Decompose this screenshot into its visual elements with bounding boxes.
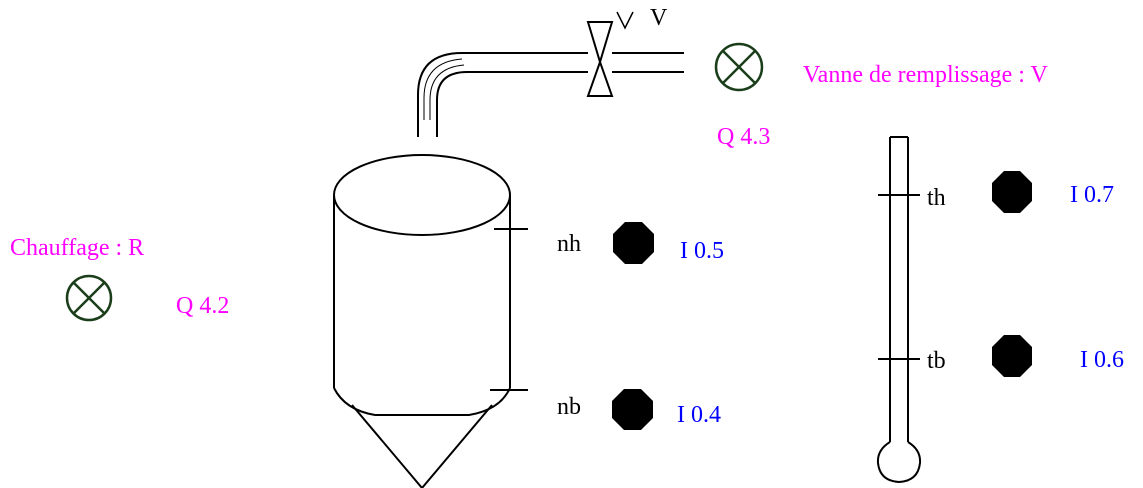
sensor-octagon-icon — [612, 389, 653, 430]
low-level-tag: nb — [557, 394, 581, 420]
valve-output-address: Q 4.3 — [717, 124, 771, 150]
pipe-outer — [417, 52, 588, 137]
pipe-elbow-highlight — [423, 58, 463, 120]
tank — [333, 154, 511, 488]
valve-label: Vanne de remplissage : V — [803, 62, 1048, 88]
heater-label: Chauffage : R — [10, 235, 145, 261]
pipe-elbow-highlight-2 — [429, 64, 465, 120]
high-level-tag: nh — [557, 231, 581, 257]
lamp-cross-icon — [65, 274, 113, 322]
fill-valve-symbol — [586, 21, 614, 97]
low-level-input-address: I 0.4 — [677, 402, 721, 428]
sensor-octagon-icon — [992, 335, 1032, 377]
pipe-inner — [436, 71, 588, 137]
high-temp-input-address: I 0.7 — [1070, 182, 1114, 208]
valve-tag: V — [650, 5, 668, 31]
lamp-cross-icon — [714, 42, 764, 92]
low-temp-input-address: I 0.6 — [1080, 347, 1124, 373]
valve-tag-line — [616, 11, 634, 30]
sensor-octagon-icon — [613, 222, 654, 264]
low-temp-tag: tb — [927, 348, 946, 374]
thermometer — [876, 136, 922, 484]
sensor-octagon-icon — [992, 171, 1032, 213]
high-level-input-address: I 0.5 — [680, 238, 724, 264]
high-temp-tag: th — [927, 185, 946, 211]
heater-output-address: Q 4.2 — [176, 293, 230, 319]
